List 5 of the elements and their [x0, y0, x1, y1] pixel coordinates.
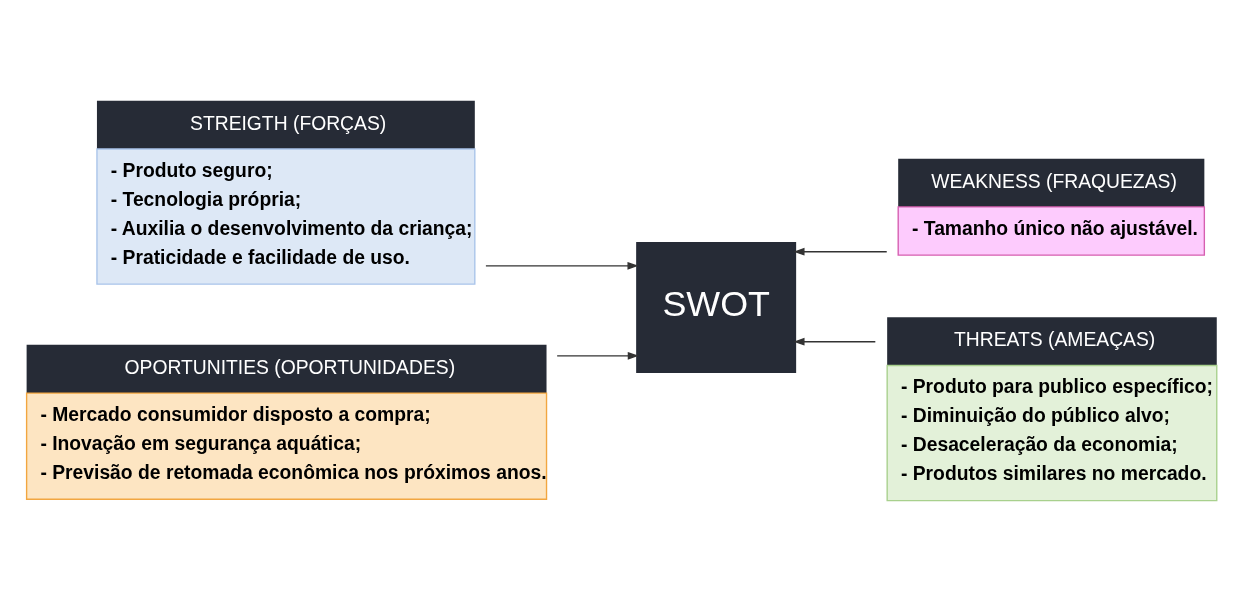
arrow	[556, 351, 639, 360]
arrow	[793, 247, 888, 256]
arrow	[485, 261, 639, 270]
node-box: SWOT	[636, 241, 797, 373]
arrow	[793, 337, 876, 346]
